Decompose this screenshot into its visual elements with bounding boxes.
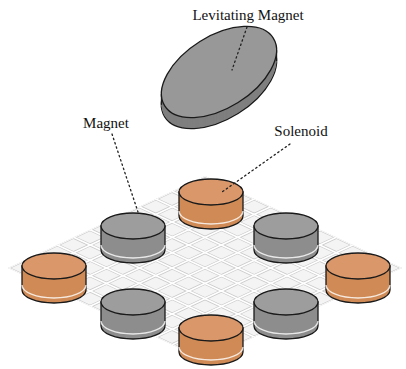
magnet-cylinder	[254, 213, 318, 263]
disk-face	[146, 8, 293, 137]
cylinder-top	[254, 289, 318, 315]
grid-line	[179, 347, 243, 360]
callout-label: Solenoid	[274, 123, 327, 140]
grid-line	[179, 211, 243, 224]
magnet-cylinder	[101, 213, 165, 263]
solenoid-cylinder	[179, 315, 243, 365]
leader-line	[222, 144, 290, 192]
magnet-cylinder	[101, 289, 165, 339]
grid-line	[326, 285, 390, 298]
magnet-cylinder	[254, 289, 318, 339]
grid-ground	[8, 176, 402, 360]
leader-line	[112, 134, 138, 212]
magnet-array	[22, 179, 390, 365]
leader-lines	[112, 27, 290, 212]
grid-line	[22, 285, 86, 298]
grid-line	[254, 245, 318, 258]
cylinder-top	[22, 253, 86, 279]
base-grid	[8, 176, 402, 360]
cylinder-top	[254, 213, 318, 239]
grid-line	[101, 245, 165, 258]
cylinder-top	[101, 213, 165, 239]
solenoid-cylinder	[22, 253, 86, 303]
cylinder-top	[179, 315, 243, 341]
callout-label: Levitating Magnet	[192, 7, 303, 24]
disk-face	[146, 9, 293, 138]
callout-label: Magnet	[83, 115, 129, 132]
cylinder-top	[101, 289, 165, 315]
grid-line	[254, 321, 318, 334]
grid-line	[101, 321, 165, 334]
solenoid-cylinder	[179, 179, 243, 229]
cylinder-top	[179, 179, 243, 205]
cylinder-top	[326, 253, 390, 279]
levitating-magnet	[146, 8, 293, 148]
solenoid-cylinder	[326, 253, 390, 303]
leader-line	[232, 27, 247, 70]
